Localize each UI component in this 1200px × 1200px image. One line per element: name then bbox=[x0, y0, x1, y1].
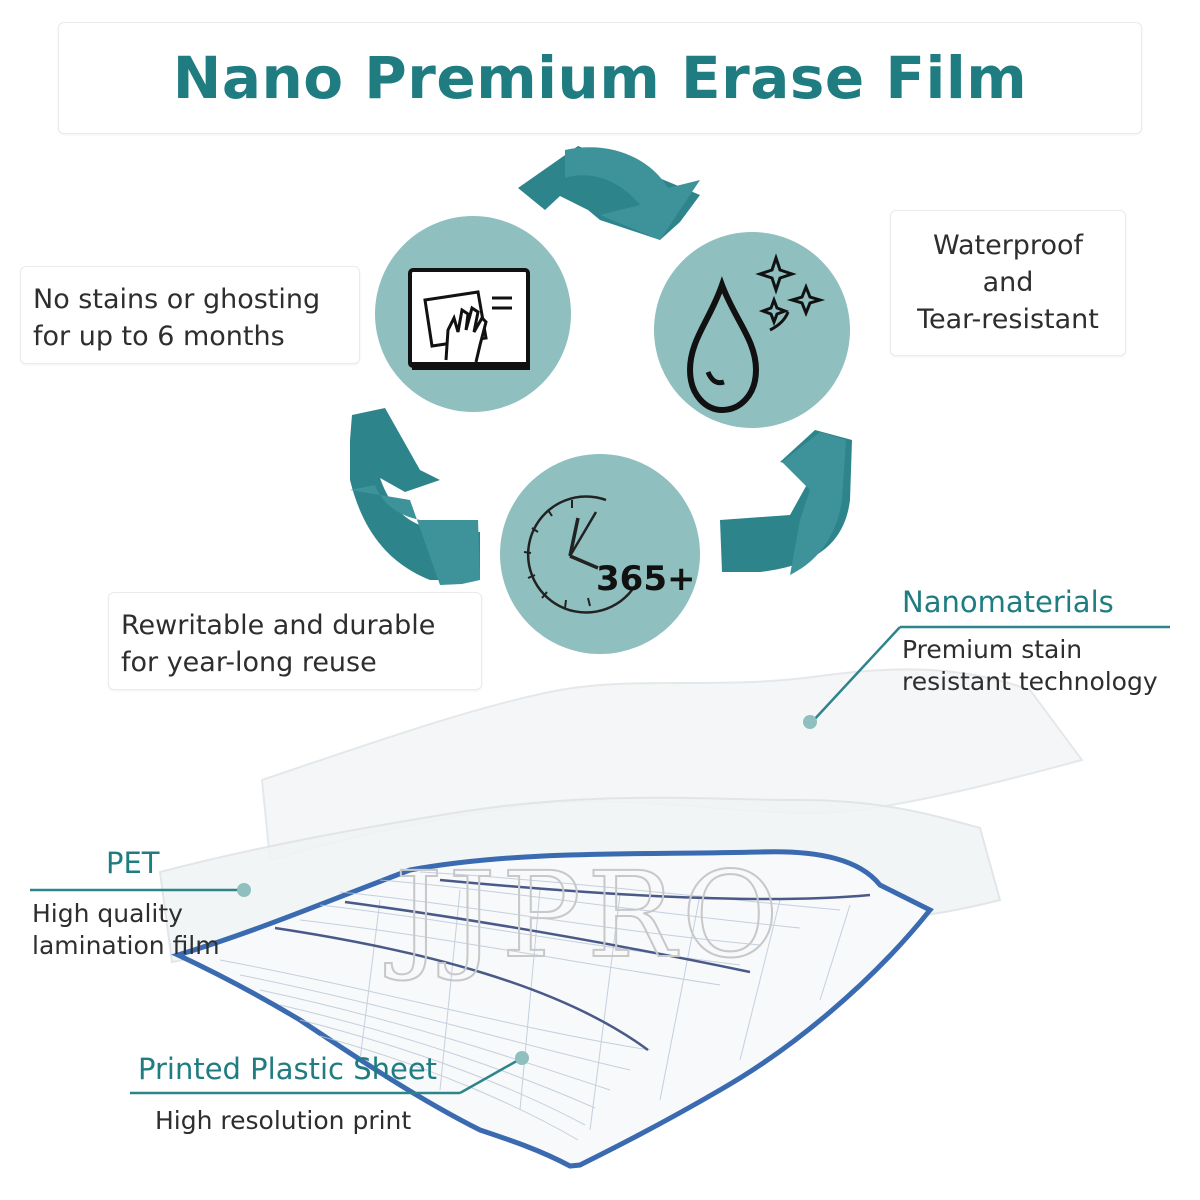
callout-lines bbox=[30, 625, 1170, 1095]
clock-badge-text: 365+ bbox=[596, 559, 695, 599]
feature-water-line1: Waterproof bbox=[932, 230, 1083, 261]
clock-365-icon bbox=[523, 495, 633, 614]
printed-layer-desc: High resolution print bbox=[155, 1105, 411, 1137]
printed-desc-line1: High resolution print bbox=[155, 1106, 412, 1135]
feature-water-line3: Tear-resistant bbox=[917, 304, 1099, 335]
feature-water-box: Waterproof and Tear-resistant bbox=[890, 210, 1126, 356]
pet-desc-line1: High quality bbox=[32, 899, 183, 928]
watermark: JJPRO bbox=[385, 846, 785, 984]
pet-layer-desc: High quality lamination film bbox=[32, 898, 220, 962]
feature-rewrite-line2: for year-long reuse bbox=[121, 647, 377, 678]
nano-desc-line2: resistant technology bbox=[902, 667, 1158, 696]
wipe-board-icon bbox=[408, 268, 530, 370]
circle-clock bbox=[500, 454, 700, 654]
nano-desc-line1: Premium stain bbox=[902, 635, 1083, 664]
feature-rewrite-box: Rewritable and durable for year-long reu… bbox=[108, 592, 482, 690]
feature-stains-line1: No stains or ghosting bbox=[33, 284, 321, 315]
pet-desc-line2: lamination film bbox=[32, 931, 220, 960]
printed-sheet bbox=[171, 849, 934, 1169]
feature-water-line2: and bbox=[982, 267, 1034, 298]
nano-layer-label: Nanomaterials bbox=[902, 585, 1114, 619]
feature-stains-box: No stains or ghosting for up to 6 months bbox=[20, 266, 360, 364]
circle-water bbox=[654, 232, 850, 428]
title-banner: Nano Premium Erase Film bbox=[58, 22, 1142, 134]
feature-stains-line2: for up to 6 months bbox=[33, 321, 285, 352]
film-layers bbox=[158, 668, 1084, 1169]
pet-layer-label: PET bbox=[106, 846, 160, 880]
page-title: Nano Premium Erase Film bbox=[172, 44, 1028, 112]
printed-layer-label: Printed Plastic Sheet bbox=[138, 1052, 438, 1086]
nano-layer-desc: Premium stain resistant technology bbox=[902, 634, 1158, 698]
feature-rewrite-line1: Rewritable and durable bbox=[121, 610, 436, 641]
recycle-arrows-icon bbox=[350, 146, 852, 585]
water-drop-sparkle-icon bbox=[686, 253, 826, 414]
